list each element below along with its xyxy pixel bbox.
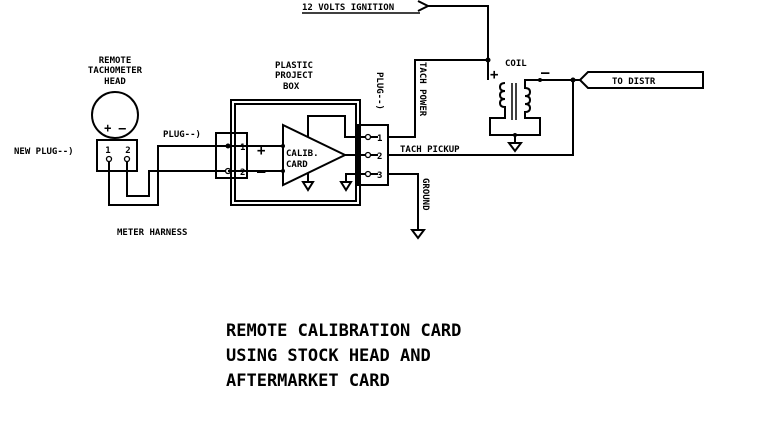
svg-text:CALIB.: CALIB. (286, 149, 319, 159)
ground-label: GROUND (420, 178, 430, 211)
tach-pickup-wire (388, 80, 574, 156)
svg-text:REMOTE: REMOTE (99, 56, 132, 66)
plug-left-label: PLUG--) (163, 130, 201, 140)
project-box: PLASTIC PROJECT BOX 1 2 + – CALIB. CARD (215, 61, 378, 206)
svg-text:+: + (257, 143, 265, 159)
svg-text:COIL: COIL (505, 59, 527, 69)
ignition-label: 12 VOLTS IGNITION (302, 3, 394, 13)
svg-text:2: 2 (240, 168, 245, 178)
new-plug-label: NEW PLUG--) (14, 147, 74, 157)
svg-text:BOX: BOX (283, 82, 300, 92)
tach-power-wire (388, 59, 489, 138)
ground-icon (410, 229, 426, 240)
svg-text:3: 3 (377, 171, 382, 181)
svg-text:METER HARNESS: METER HARNESS (117, 228, 187, 238)
tach-pickup-label: TACH PICKUP (400, 145, 460, 155)
coil-ground-icon (507, 142, 523, 153)
svg-text:2: 2 (377, 152, 382, 162)
svg-text:–: – (541, 65, 550, 81)
svg-text:REMOTE CALIBRATION CARD: REMOTE CALIBRATION CARD (226, 321, 461, 341)
svg-text:CARD: CARD (286, 160, 308, 170)
meter-harness: METER HARNESS PLUG--) (108, 130, 228, 238)
tachometer-head: REMOTE TACHOMETER HEAD + – 1 2 NEW PLUG-… (14, 56, 143, 172)
svg-text:TO DISTR: TO DISTR (612, 77, 656, 87)
output-plug: 1 2 3 PLUG--) (357, 72, 389, 186)
svg-text:USING STOCK HEAD AND: USING STOCK HEAD AND (226, 346, 431, 366)
calib-card-amplifier (282, 123, 348, 187)
diagram-title: REMOTE CALIBRATION CARD USING STOCK HEAD… (226, 321, 461, 391)
svg-text:HEAD: HEAD (104, 77, 126, 87)
ground-wire (388, 173, 419, 230)
svg-text:1: 1 (240, 143, 245, 153)
tach-power-label: TACH POWER (417, 62, 427, 117)
to-distributor: TO DISTR (573, 71, 704, 89)
svg-text:PLASTIC: PLASTIC (275, 61, 313, 71)
ignition-feed: 12 VOLTS IGNITION (302, 0, 489, 60)
ignition-coil: COIL + – (489, 59, 576, 153)
svg-text:AFTERMARKET CARD: AFTERMARKET CARD (226, 371, 390, 391)
svg-text:+ –: + – (104, 121, 126, 135)
svg-text:+: + (490, 67, 498, 83)
svg-text:1: 1 (377, 134, 382, 144)
plug-right-label: PLUG--) (374, 72, 384, 110)
svg-text:2: 2 (125, 146, 130, 156)
svg-text:PROJECT: PROJECT (275, 71, 314, 81)
svg-text:1: 1 (105, 146, 110, 156)
svg-text:TACHOMETER: TACHOMETER (88, 66, 143, 76)
